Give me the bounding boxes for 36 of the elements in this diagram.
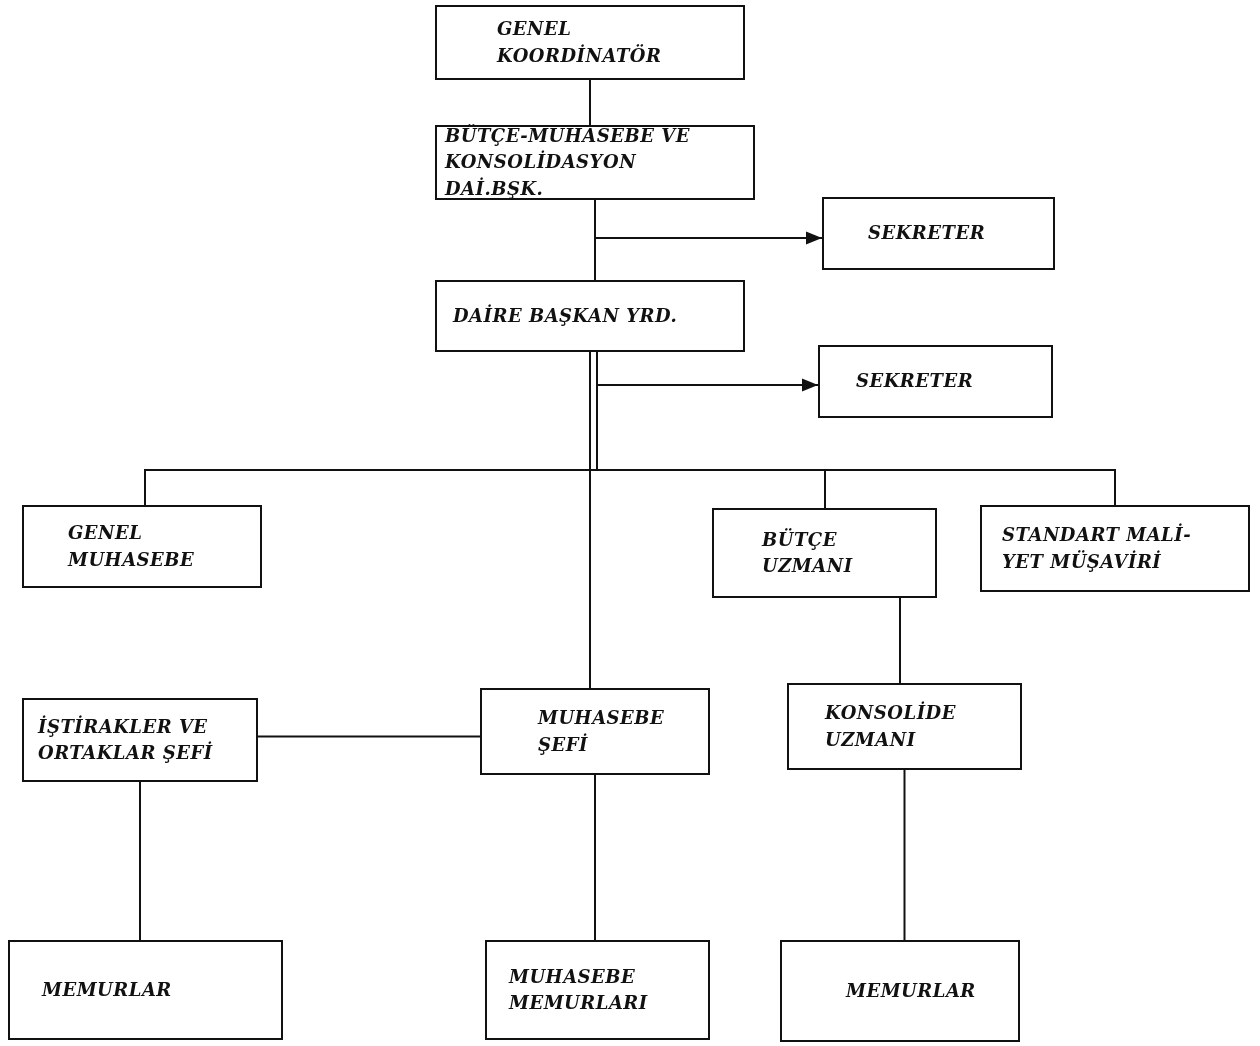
position-title: GENEL KOORDİNATÖR [497,17,663,68]
connector-line [589,351,591,689]
org-box [980,505,1250,592]
connector-line [594,199,823,245]
position-title: STANDART MALİ- YET MÜŞAVİRİ [1002,522,1193,574]
position-title: GENEL MUHASEBE [68,521,196,572]
org-box [822,197,1055,270]
position-title: MEMURLAR [846,978,976,1003]
position-title: BÜTÇE UZMANI [762,527,854,578]
org-box [22,505,262,588]
connector-line [899,597,901,684]
org-box [485,940,710,1040]
org-box [22,698,258,782]
org-box [480,688,710,775]
org-box [712,508,937,598]
position-title: SEKRETER [856,369,974,394]
position-title: DAİRE BAŞKAN YRD. [453,303,678,328]
org-box [787,683,1022,770]
position-title: SEKRETER [868,221,986,246]
org-box [435,280,745,352]
position-title: KONSOLİDE UZMANI [825,700,957,752]
connector-line [139,781,141,941]
position-title: BÜTÇE-MUHASEBE VE KONSOLİDASYON DAİ.BŞK. [445,123,691,201]
org-box [818,345,1053,418]
connector-line [903,769,906,941]
connector-line [257,735,481,738]
position-title: MUHASEBE ŞEFİ [538,706,666,757]
position-title: İŞTİRAKLER VE ORTAKLAR ŞEFİ [38,714,214,765]
org-box [435,125,755,200]
position-title: MUHASEBE MEMURLARI [509,964,649,1015]
org-box [8,940,283,1040]
org-box [780,940,1020,1042]
org-box [435,5,745,80]
connector-line [594,774,596,941]
connector-line [589,79,591,126]
position-title: MEMURLAR [42,977,172,1002]
